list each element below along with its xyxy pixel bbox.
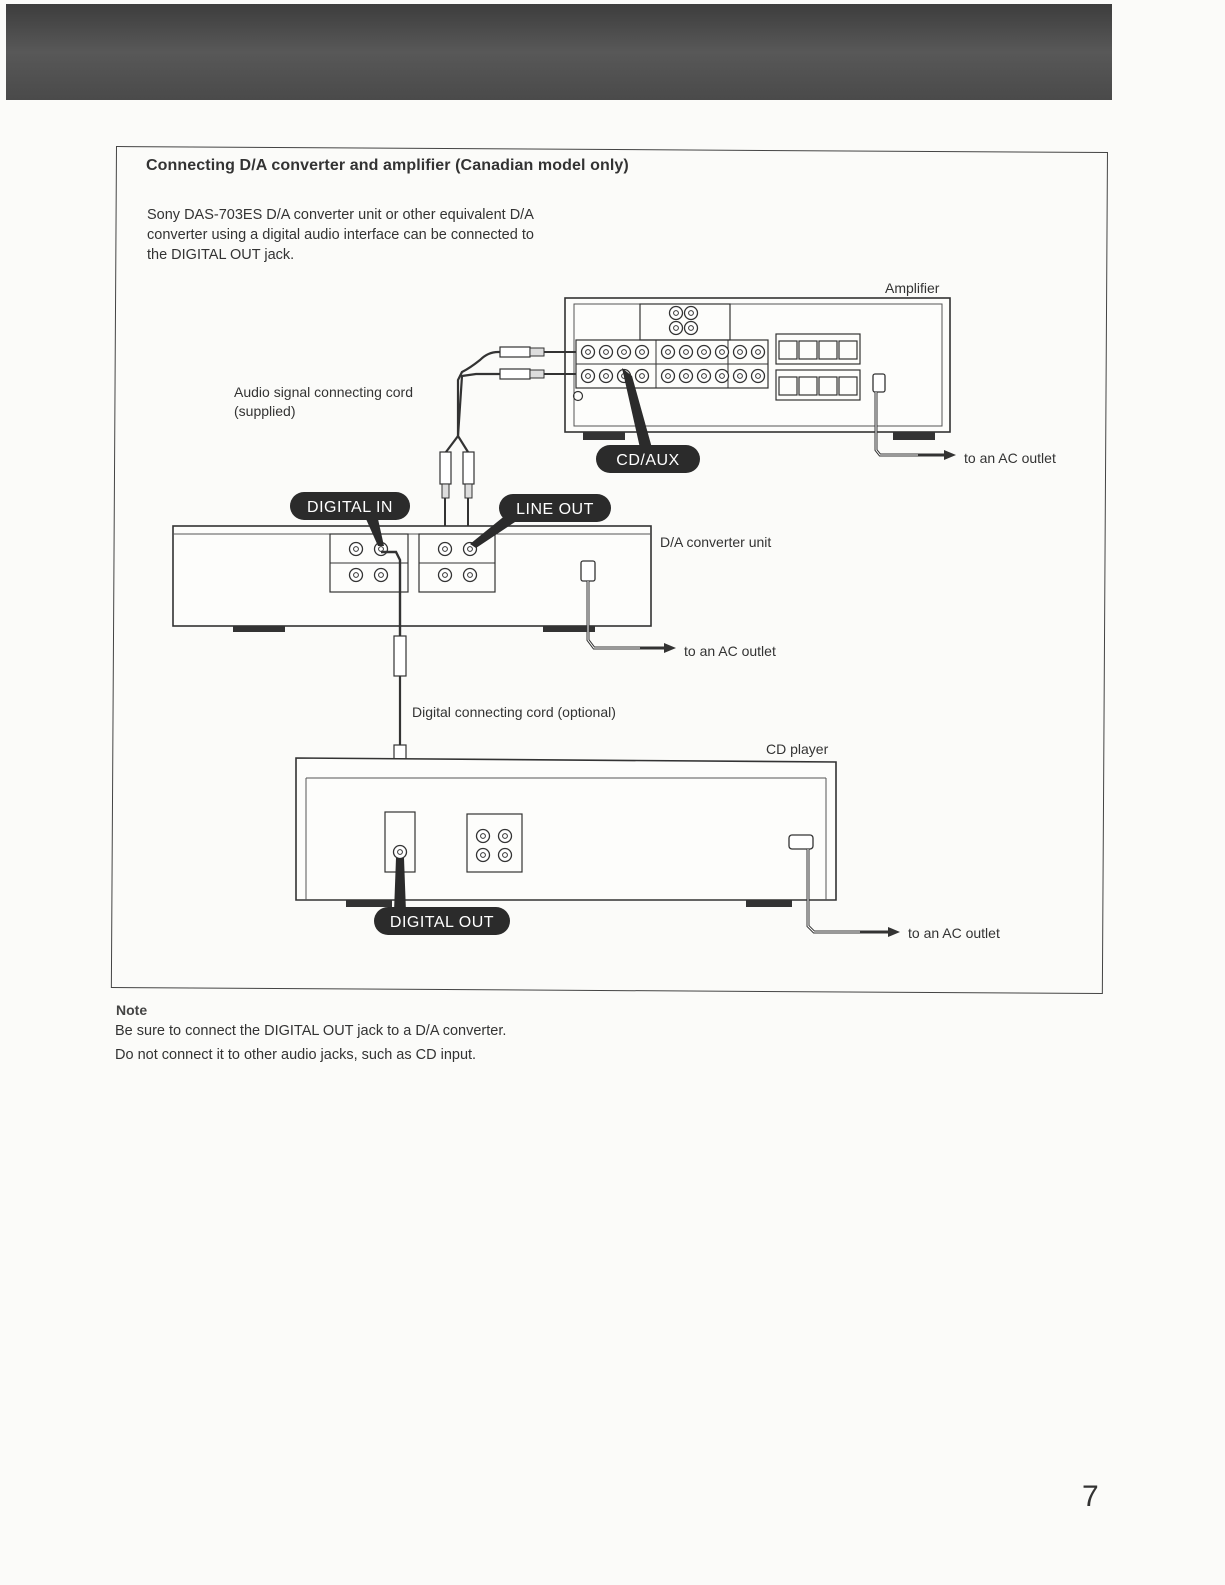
cd-aux-callout — [596, 368, 700, 473]
digital-out-callout — [374, 858, 510, 935]
audio-signal-cord — [439, 346, 576, 540]
da-converter-label: D/A converter unit — [660, 534, 771, 550]
audio-cord-label: Audio signal connecting cord — [234, 384, 413, 400]
ac-outlet-label-converter: to an AC outlet — [684, 643, 776, 659]
line-out-callout — [470, 494, 611, 548]
intro-line: Sony DAS-703ES D/A converter unit or oth… — [147, 207, 534, 223]
cd-player-label: CD player — [766, 741, 829, 757]
intro-line: the DIGITAL OUT jack. — [147, 247, 295, 263]
line-out-tag: LINE OUT — [516, 501, 594, 518]
intro-text: Sony DAS-703ES D/A converter unit or oth… — [147, 205, 647, 265]
digital-cord-label: Digital connecting cord (optional) — [412, 704, 616, 720]
digital-in-callout — [290, 492, 410, 546]
digital-in-tag: DIGITAL IN — [307, 499, 393, 516]
note-line: Do not connect it to other audio jacks, … — [115, 1047, 477, 1063]
amplifier-unit — [564, 297, 956, 460]
cd-aux-tag: CD/AUX — [616, 452, 679, 469]
header-band — [6, 4, 1112, 100]
section-title: Connecting D/A converter and amplifier (… — [146, 157, 629, 174]
amplifier-label: Amplifier — [885, 280, 940, 296]
page-number: 7 — [1082, 1480, 1099, 1513]
cd-player-unit — [295, 757, 900, 937]
note-heading: Note — [116, 1002, 148, 1018]
intro-line: converter using a digital audio interfac… — [147, 227, 534, 243]
da-converter-unit — [172, 525, 676, 653]
note-line: Be sure to connect the DIGITAL OUT jack … — [115, 1023, 507, 1039]
ac-outlet-label-cd-player: to an AC outlet — [908, 925, 1000, 941]
digital-out-tag: DIGITAL OUT — [390, 914, 494, 931]
audio-cord-sublabel: (supplied) — [234, 403, 295, 419]
ac-outlet-label-amplifier: to an AC outlet — [964, 450, 1056, 466]
